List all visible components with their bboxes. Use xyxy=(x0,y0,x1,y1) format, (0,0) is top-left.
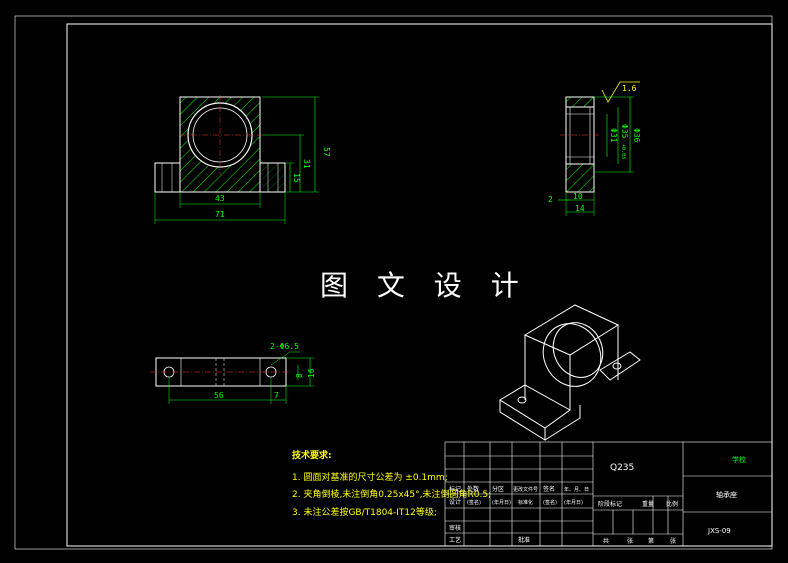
label-scale: 比例 xyxy=(666,500,678,508)
dim-w1: 2 xyxy=(548,195,553,204)
technical-notes: 技术要求: 1. 圆面对基准的尺寸公差为 ±0.1mm; 2. 夹角倒棱,未注倒… xyxy=(292,449,491,518)
label-unit: 张 xyxy=(670,537,676,545)
front-view: 43 71 57 31 15 xyxy=(154,95,331,224)
drawing-number: JXS-09 xyxy=(707,527,731,535)
roughness-value: 1.6 xyxy=(622,84,637,93)
material: Q235 xyxy=(610,463,634,473)
label-doc-no: 更改文件号 xyxy=(513,486,538,493)
dim-height-total: 57 xyxy=(322,147,331,157)
inner-frame xyxy=(66,23,773,547)
dim-span: 56 xyxy=(214,391,224,400)
bottom-view: 2-Φ6.5 56 7 8 16 xyxy=(150,342,316,404)
label-page: 第 xyxy=(648,537,654,545)
dim-h2: 16 xyxy=(307,368,316,378)
dim-total-width: 71 xyxy=(215,210,225,219)
label-sign3: (签名) xyxy=(543,499,557,506)
label-design: 设计 xyxy=(449,498,461,506)
dim-d2: Φ35 xyxy=(620,124,629,139)
label-zone: 分区 xyxy=(492,485,504,493)
notes-title: 技术要求: xyxy=(292,449,332,461)
dim-w2: 10 xyxy=(573,192,583,201)
label-sheet: 张 xyxy=(627,537,633,545)
dim-d1: Φ31 xyxy=(609,128,618,143)
label-std: 标准化 xyxy=(518,499,533,506)
dim-w3: 14 xyxy=(575,204,585,213)
title-block xyxy=(444,441,773,547)
dim-foot-height: 15 xyxy=(292,173,301,183)
part-name: 轴承座 xyxy=(716,490,737,499)
label-weight: 重量 xyxy=(642,500,654,508)
label-date2: (年月日) xyxy=(492,499,511,506)
note-item-2: 2. 夹角倒棱,未注倒角0.25x45°,未注倒圆角R0.5; xyxy=(292,488,491,500)
title-block-text: Q235 学校 轴承座 JXS-09 标记 处数 分区 更改文件号 签名 年、月… xyxy=(449,455,746,545)
note-item-1: 1. 圆面对基准的尺寸公差为 ±0.1mm; xyxy=(292,471,448,483)
isometric-view xyxy=(499,304,641,441)
label-count: 处数 xyxy=(467,485,479,493)
dim-holes: 2-Φ6.5 xyxy=(270,342,299,351)
side-view: 1.6 Φ31 Φ35 +0.03 Φ36 2 10 14 xyxy=(548,81,641,216)
dim-h1: 8 xyxy=(295,373,304,378)
label-stage: 阶段标记 xyxy=(598,500,622,508)
label-process: 工艺 xyxy=(449,536,461,544)
school-name: 学校 xyxy=(732,455,746,464)
label-sign: 签名 xyxy=(543,485,555,493)
dim-d3: Φ36 xyxy=(632,128,641,143)
dim-edge: 7 xyxy=(274,391,279,400)
note-item-3: 3. 未注公差按GB/T1804-IT12等级; xyxy=(292,506,437,518)
dim-height-mid: 31 xyxy=(302,159,311,169)
label-sign2: (签名) xyxy=(467,499,481,506)
dim-inner-width: 43 xyxy=(215,194,225,203)
label-date: 年、月、日 xyxy=(564,486,589,493)
label-review: 审核 xyxy=(449,524,461,532)
dim-d2-tol: +0.03 xyxy=(620,144,626,159)
label-approve: 批准 xyxy=(518,536,530,544)
label-mark: 标记 xyxy=(449,485,461,493)
label-date3: (年月日) xyxy=(564,499,583,506)
watermark-text: 图 文 设 计 xyxy=(320,269,529,302)
label-total: 共 xyxy=(603,537,609,545)
